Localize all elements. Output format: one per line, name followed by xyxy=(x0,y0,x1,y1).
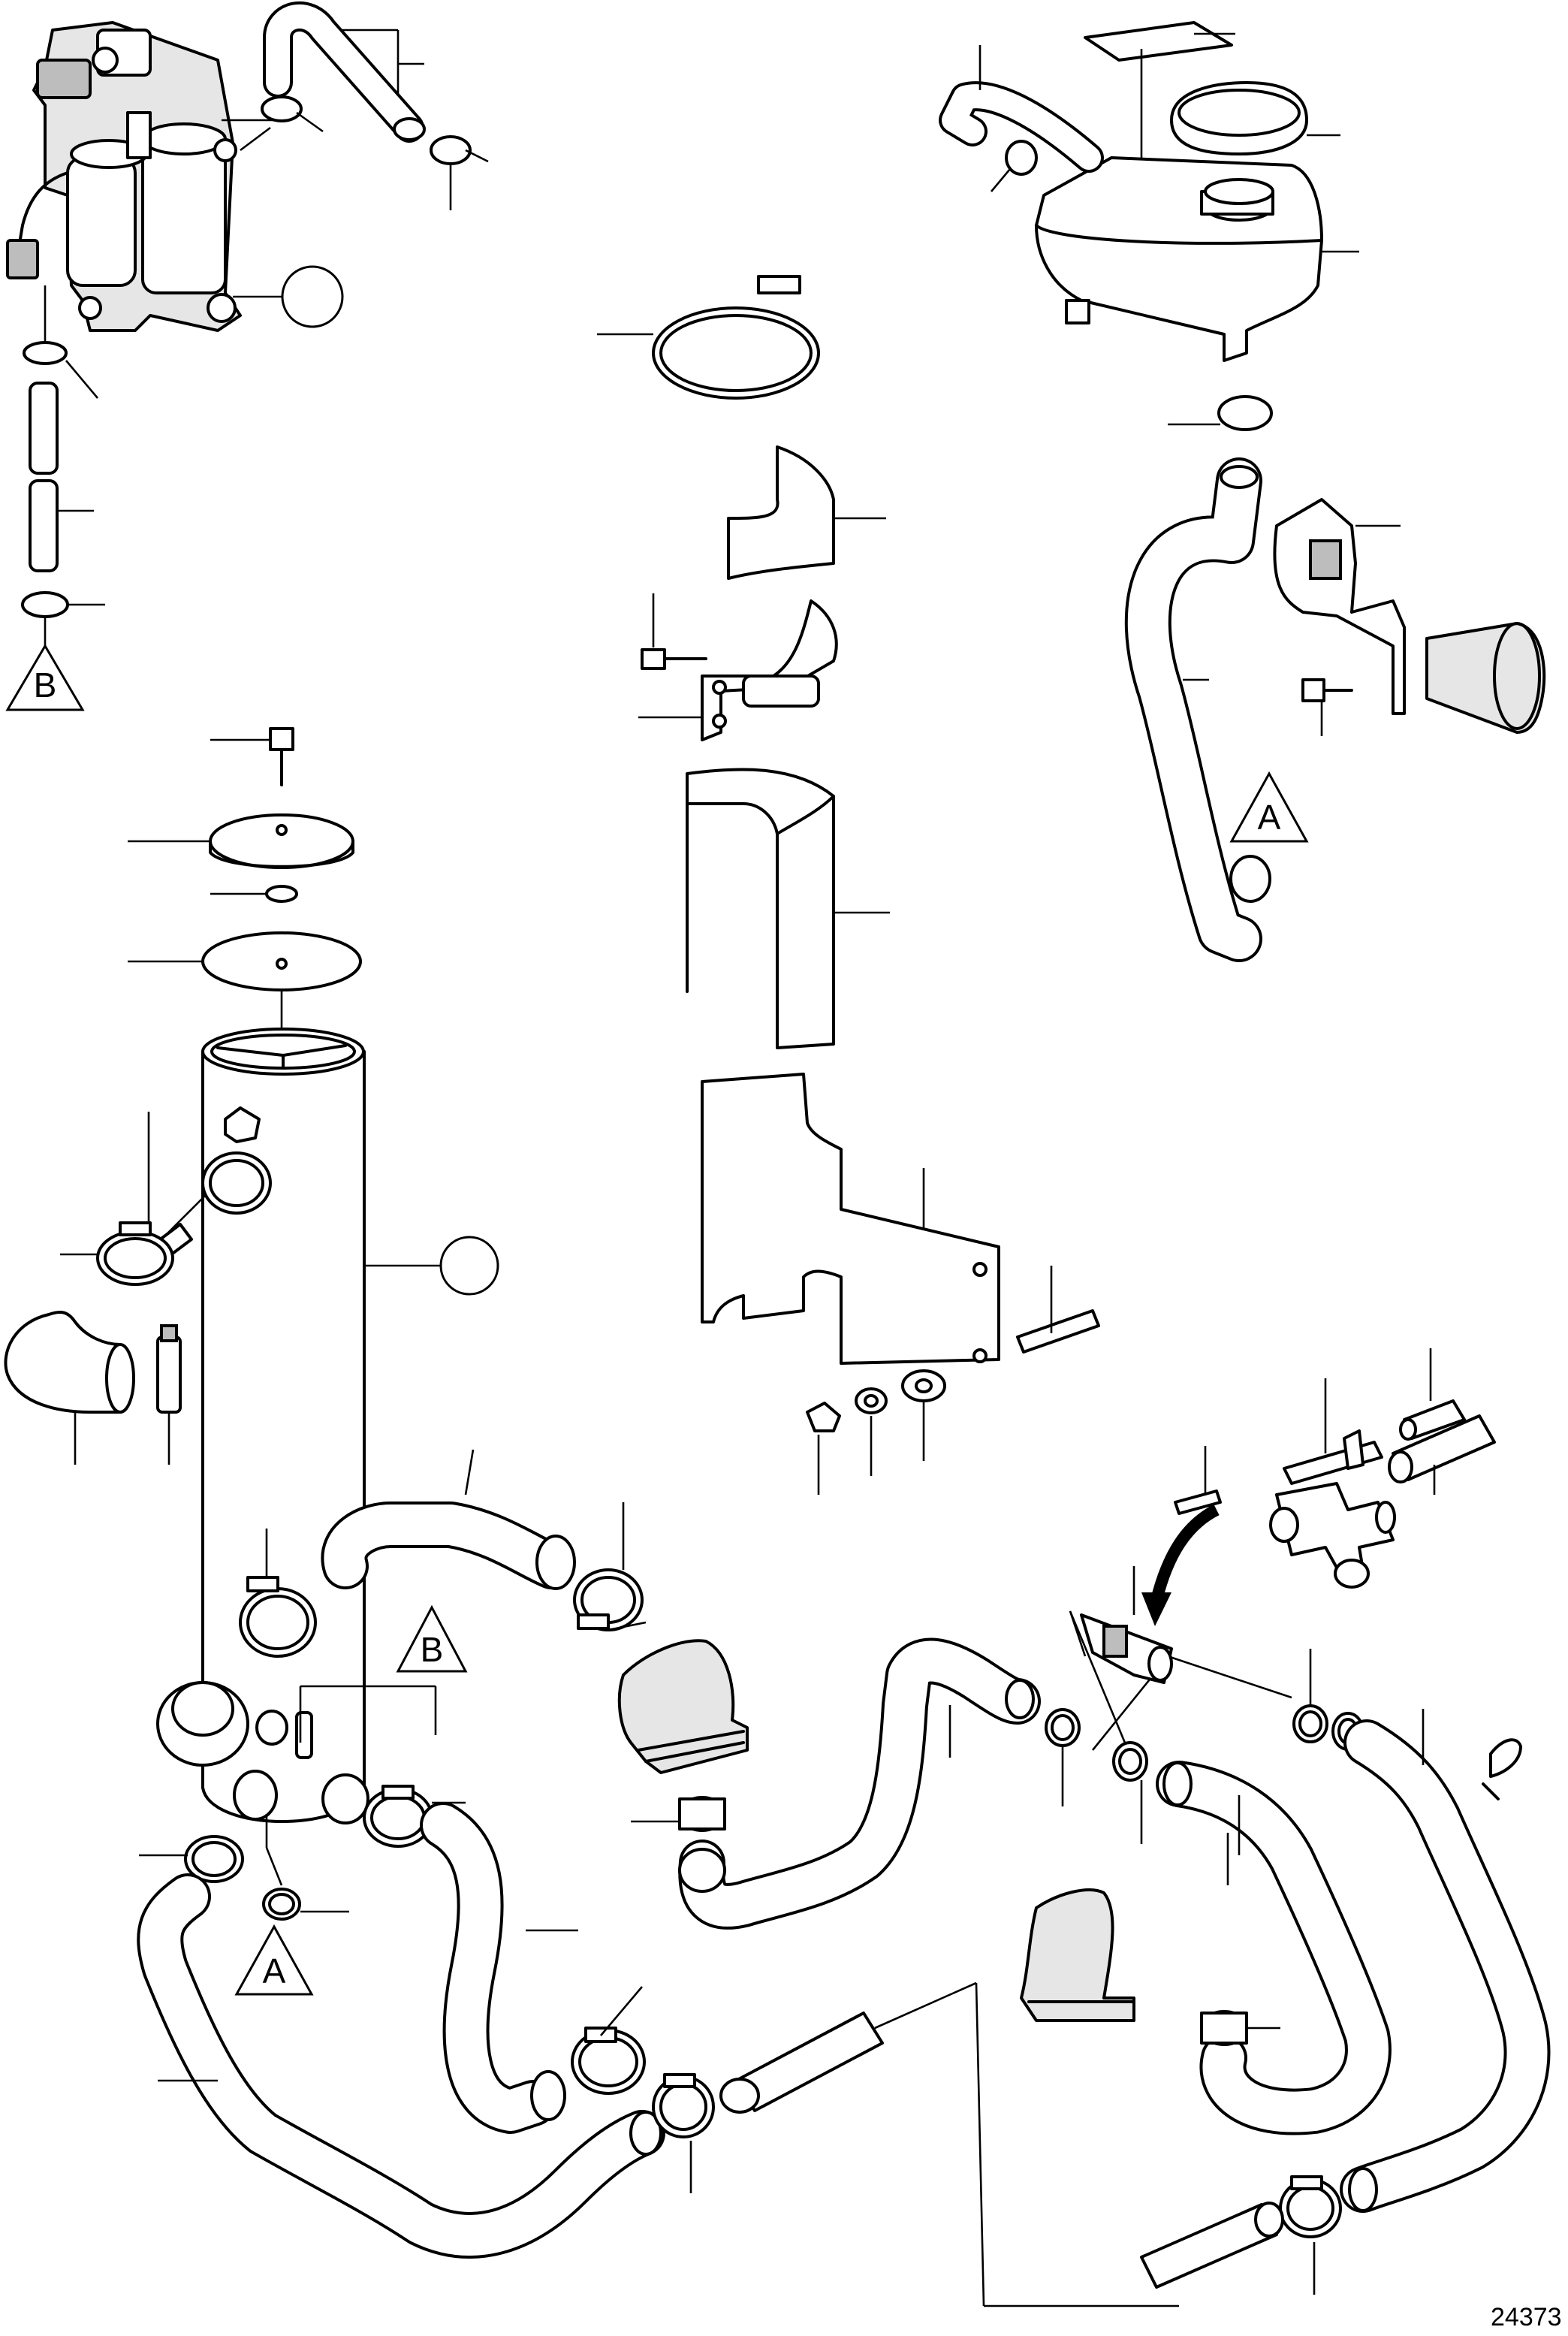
mounting-bracket-strap xyxy=(701,599,838,741)
callout-circle-pump xyxy=(281,265,344,328)
hx-to-exhaust-hose xyxy=(420,1802,566,2134)
hose-clamp-exhaust-mid xyxy=(652,2073,715,2138)
hose-clamp-hx-small xyxy=(262,1888,301,1921)
tank-bracket xyxy=(1273,498,1406,715)
bracket-bolt xyxy=(641,593,707,670)
ref-letter: A xyxy=(263,1951,286,1990)
tee-fitting xyxy=(1269,1482,1396,1589)
expansion-tank xyxy=(1035,156,1323,362)
elbow-hose xyxy=(4,1311,135,1414)
thermostat-fitting xyxy=(1080,1613,1173,1684)
hose-clamp-band xyxy=(652,275,820,400)
long-return-hose xyxy=(137,1873,665,2259)
sleeve-coupling xyxy=(201,1151,272,1215)
anode-zinc xyxy=(156,1324,182,1414)
hose-clamp-hx-left xyxy=(239,1576,317,1658)
tee-hose-short-b xyxy=(1388,1414,1496,1483)
ref-letter: B xyxy=(34,665,57,705)
stud-bolt xyxy=(1016,1266,1100,1354)
reference-triangle-a-bottom: A xyxy=(234,1924,314,1996)
hose-clamp-bottom-right xyxy=(1279,2175,1342,2238)
figure-number: 24373 xyxy=(1491,2303,1562,2331)
bypass-hose-top xyxy=(261,2,472,165)
hx-lower-elbow xyxy=(156,1681,249,1767)
hx-bottom-outlet xyxy=(233,1770,369,1824)
hose-clamp-exhaust-left xyxy=(571,2027,646,2095)
reference-triangle-b-pump: B xyxy=(5,644,85,711)
thermostat-to-manifold-hose xyxy=(1156,1761,1392,2135)
hx-outlet-hose xyxy=(321,1501,576,1590)
callout-circle-heat-exchanger xyxy=(439,1236,499,1296)
tee-hose-short-a xyxy=(1399,1399,1466,1441)
nut-washer-stack xyxy=(806,1369,946,1432)
reference-triangle-a-tank: A xyxy=(1229,771,1309,843)
pump-outlet-hose xyxy=(21,341,69,618)
hose-clamp-hx-bottom-left xyxy=(184,1835,244,1883)
exhaust-nipple-right xyxy=(1140,2202,1284,2289)
tee-pin xyxy=(1174,1489,1222,1515)
mounting-plate xyxy=(701,1073,1000,1365)
heat-exchanger-cover xyxy=(209,813,354,869)
tank-vent-hose xyxy=(939,81,1104,176)
hose-clamp-hx-outlet xyxy=(573,1568,644,1631)
manifold-clamp-left xyxy=(678,1796,726,1832)
heat-exchanger-end-bolt xyxy=(269,727,294,786)
tee-small-tube xyxy=(1283,1429,1383,1485)
rubber-strip xyxy=(727,445,835,580)
right-long-hose xyxy=(1340,1719,1551,2213)
pressure-cap xyxy=(1170,81,1308,155)
circulation-pump xyxy=(6,21,242,332)
exhaust-manifold-left xyxy=(617,1639,749,1774)
reference-triangle-b-tube: B xyxy=(396,1604,468,1673)
hose-clamp-right-a xyxy=(1112,1741,1148,1782)
exhaust-manifold-right xyxy=(1020,1888,1135,2022)
heat-exchanger-gasket xyxy=(201,931,362,991)
hose-clamp-center xyxy=(1045,1708,1081,1747)
hose-clamp-elbow xyxy=(96,1221,174,1286)
hose-clamp-right-b xyxy=(1292,1704,1328,1743)
heat-exchanger-o-ring xyxy=(265,885,298,903)
hose-clip xyxy=(1482,1738,1522,1800)
ref-letter: B xyxy=(421,1630,444,1669)
exhaust-flange xyxy=(1425,622,1546,734)
tank-outlet-hose xyxy=(1124,395,1273,962)
assembly-arrow xyxy=(1141,1504,1220,1626)
center-hose xyxy=(678,1637,1041,1930)
tank-bolt xyxy=(1301,678,1353,736)
ref-letter: A xyxy=(1258,798,1281,837)
exhaust-nipple-left xyxy=(719,2012,884,2114)
manifold-clamp-right xyxy=(1200,2010,1248,2046)
label-sticker xyxy=(1084,21,1233,62)
insulation-sleeve xyxy=(686,768,835,1049)
